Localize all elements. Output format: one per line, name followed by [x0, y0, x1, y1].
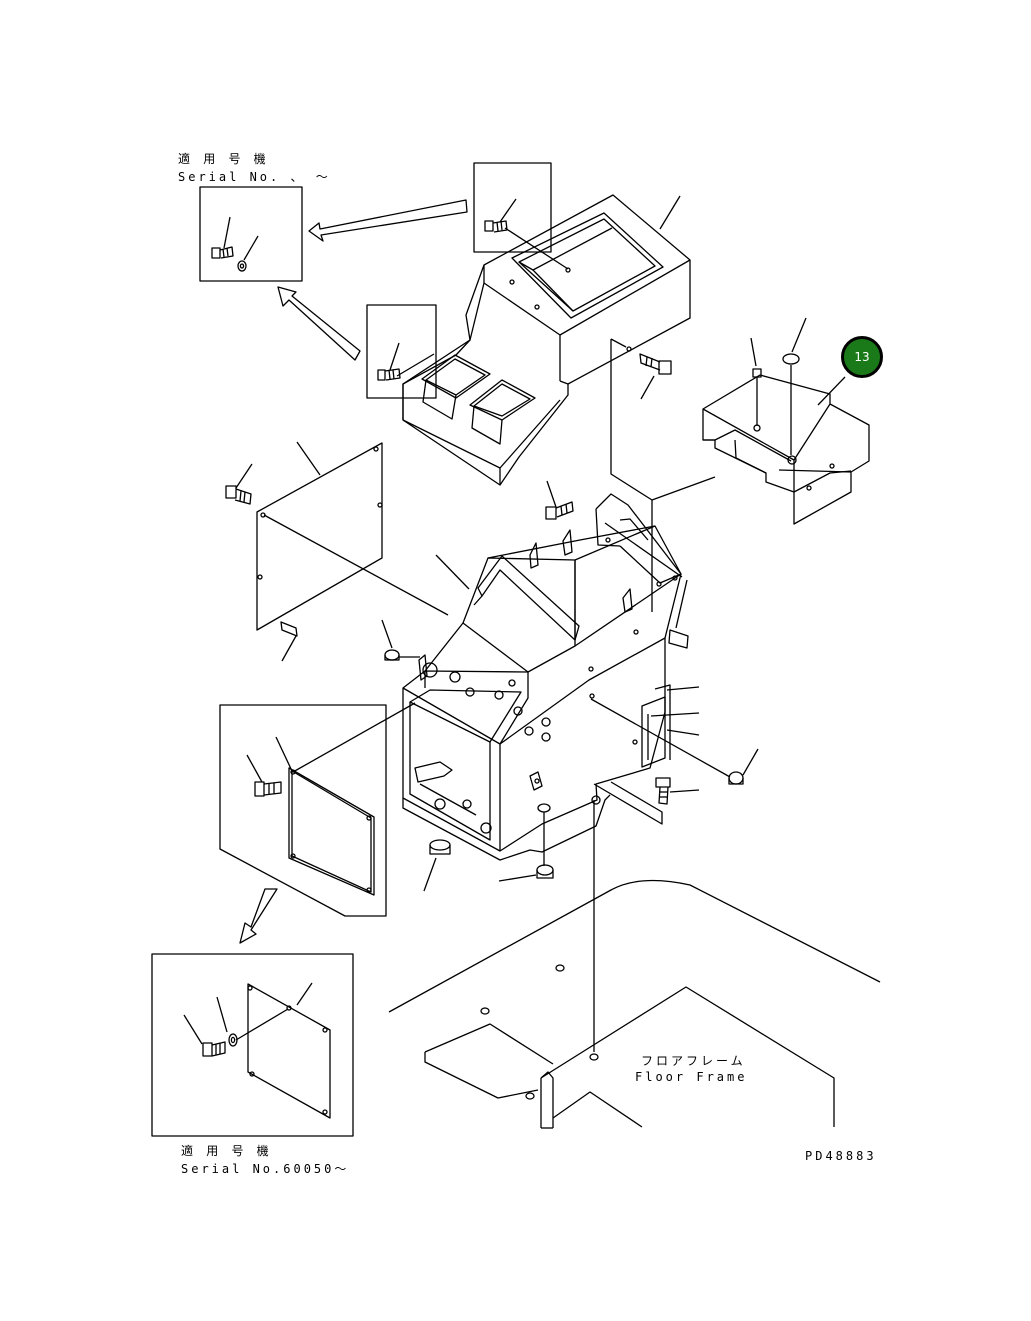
leader-clip: [281, 635, 297, 662]
bolt-icon: [639, 353, 672, 400]
inset-top-left: [199, 186, 303, 282]
nut-icon: [590, 698, 759, 785]
console-top-cover: [402, 194, 691, 486]
side-cover-left: [256, 442, 449, 637]
right-cover-box: [702, 374, 870, 525]
console-frame: [402, 493, 689, 861]
leader-plug: [791, 317, 807, 353]
rubber-foot-left: [423, 839, 451, 892]
leaders-brackets: [650, 686, 700, 736]
bolt-icon: [545, 480, 574, 520]
rubber-foot-right: [498, 803, 554, 882]
serial-top-jp-label: 適 用 号 機: [178, 152, 269, 166]
serial-bottom-en-label: Serial No.60050〜: [181, 1162, 350, 1176]
arrow-to-inset: [308, 199, 468, 242]
floor-frame-jp-label: フロアフレーム: [641, 1054, 746, 1068]
nut-icon: [381, 619, 420, 661]
bolt-icon: [225, 463, 253, 505]
inset-bolt-top: [473, 162, 571, 273]
leader-bolt-right: [750, 337, 757, 367]
drawing-number-label: PD48883: [805, 1149, 877, 1163]
plug-icon: [782, 353, 800, 455]
thin-plate: [610, 338, 716, 612]
inset-bottom: [151, 953, 354, 1137]
part-number-13-callout[interactable]: 13: [841, 336, 883, 378]
leader-part-13: [817, 376, 846, 406]
leader-top-cover: [659, 195, 681, 230]
serial-top-en-label: Serial No. 、 〜: [178, 170, 331, 184]
leader-side-cover: [296, 441, 321, 476]
bolt-icon: [254, 781, 282, 797]
bolt-icon: [752, 368, 762, 426]
floor-plate: [593, 781, 663, 825]
floor-frame: [388, 800, 881, 1129]
leader-frame: [435, 554, 470, 590]
washer-icon: [237, 260, 247, 272]
floor-frame-en-label: Floor Frame: [635, 1070, 748, 1084]
inset-cover-frame: [219, 702, 416, 917]
inset-bolt-left: [366, 304, 437, 399]
bolt-icon: [211, 246, 234, 259]
bolt-icon: [655, 777, 700, 805]
arrow-up-to-inset: [277, 286, 361, 361]
arrow-to-bottom-inset: [239, 888, 278, 944]
serial-bottom-jp-label: 適 用 号 機: [181, 1144, 272, 1158]
